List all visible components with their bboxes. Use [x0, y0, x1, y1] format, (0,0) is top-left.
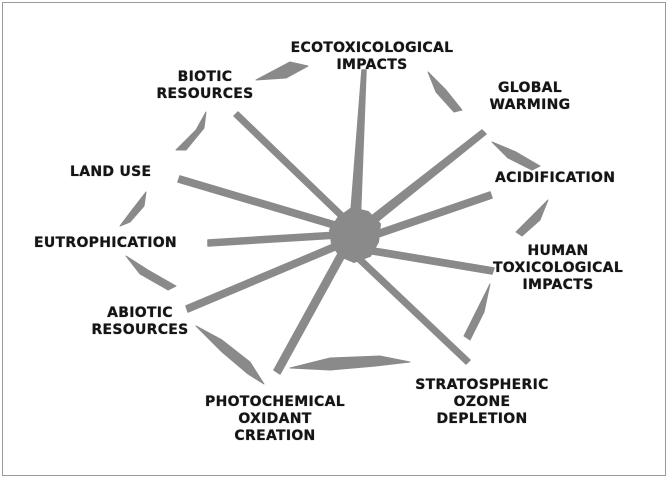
spoke-photochemical — [273, 249, 347, 375]
label-photochemical-oxidant-creation: PHOTOCHEMICAL OXIDANT CREATION — [205, 394, 345, 444]
label-eutrophication: EUTROPHICATION — [34, 235, 177, 251]
rim-stroke — [125, 255, 177, 291]
rim-stroke — [195, 325, 265, 385]
spoke-abiotic-resources — [185, 241, 341, 313]
label-human-toxicological-impacts: HUMAN TOXICOLOGICAL IMPACTS — [492, 243, 624, 293]
rim-stroke — [427, 71, 463, 113]
label-global-warming: GLOBAL WARMING — [489, 80, 571, 113]
label-acidification: ACIDIFICATION — [495, 170, 616, 186]
rim-stroke — [255, 61, 309, 81]
rim-stroke — [119, 191, 147, 227]
rim-stroke — [175, 111, 207, 151]
label-land-use: LAND USE — [70, 164, 152, 180]
spoke-eutrophication — [207, 231, 339, 247]
label-biotic-resources: BIOTIC RESOURCES — [156, 69, 254, 102]
spoke-ecotoxicological — [349, 69, 367, 227]
spoke-human-toxicological — [359, 245, 495, 275]
rim-stroke — [491, 141, 541, 171]
rim-stroke — [289, 355, 411, 371]
spoke-stratospheric-ozone — [351, 251, 471, 365]
rim-stroke — [515, 199, 549, 237]
spoke-global-warming — [355, 129, 487, 235]
label-stratospheric-ozone-depletion: STRATOSPHERIC OZONE DEPLETION — [415, 377, 549, 427]
label-abiotic-resources: ABIOTIC RESOURCES — [91, 305, 189, 338]
spoke-biotic-resources — [233, 111, 349, 223]
rim-stroke — [463, 283, 491, 341]
label-ecotoxicological-impacts: ECOTOXICOLOGICAL IMPACTS — [290, 40, 454, 73]
spoke-acidification — [361, 191, 493, 243]
spoke-land-use — [177, 175, 343, 231]
